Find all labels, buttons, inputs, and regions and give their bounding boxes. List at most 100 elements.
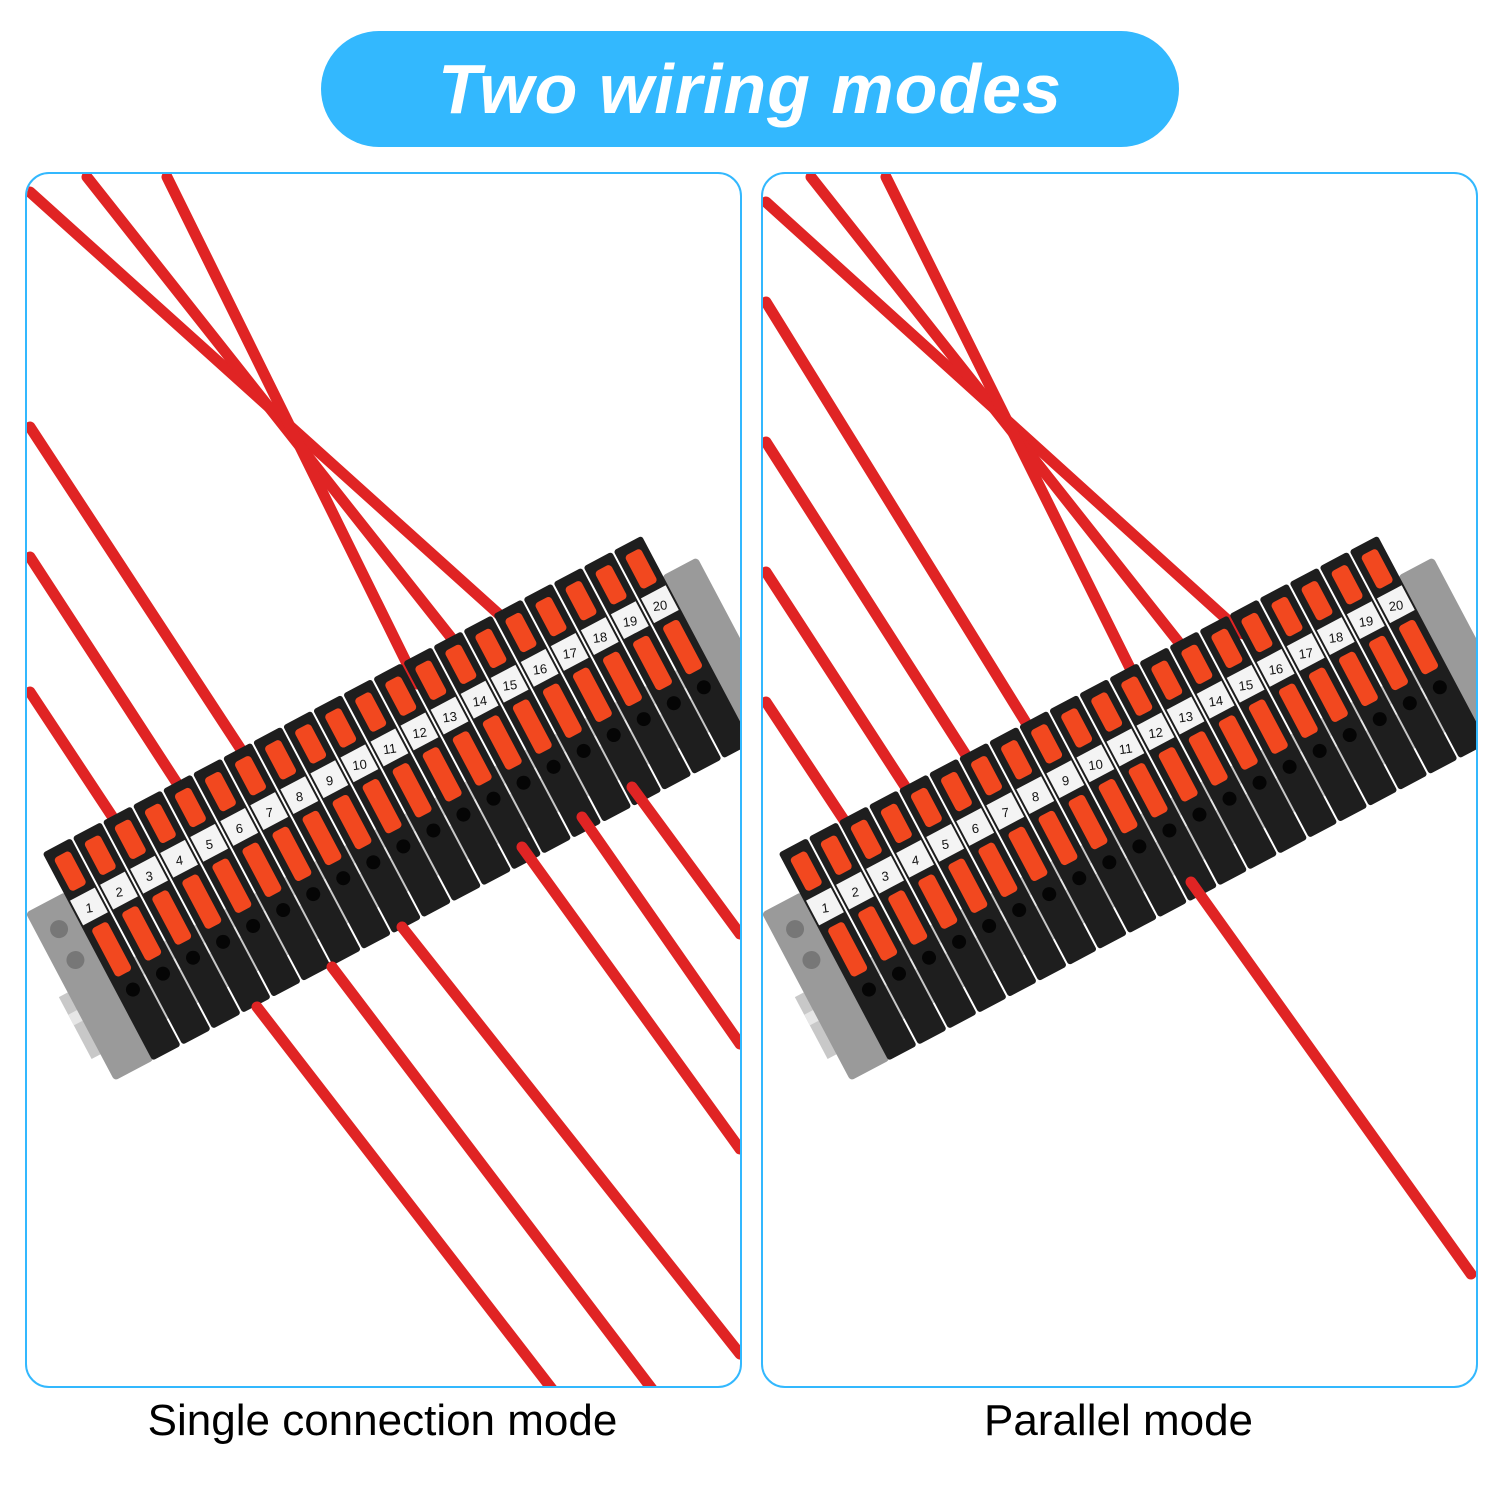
red-wire bbox=[251, 1001, 557, 1386]
terminal-number: 10 bbox=[1087, 756, 1103, 773]
push-lever-bottom bbox=[1369, 635, 1408, 691]
wire-entry-hole bbox=[1402, 696, 1417, 711]
push-lever-top bbox=[971, 756, 1002, 796]
push-lever-bottom bbox=[828, 922, 868, 977]
push-lever-top bbox=[1151, 660, 1183, 700]
terminal-marker bbox=[956, 808, 995, 846]
terminal-marker bbox=[610, 601, 649, 640]
terminal-number: 20 bbox=[1388, 597, 1404, 614]
wire-entry-hole bbox=[1042, 887, 1057, 902]
push-lever-top bbox=[385, 676, 417, 716]
push-lever-top bbox=[235, 756, 266, 796]
push-lever-top bbox=[325, 708, 357, 748]
push-lever-top bbox=[295, 724, 327, 764]
push-lever-top bbox=[415, 660, 447, 700]
terminal-marker bbox=[926, 823, 965, 862]
push-lever-bottom bbox=[1188, 731, 1228, 786]
push-lever-bottom bbox=[122, 906, 162, 961]
push-lever-bottom bbox=[1038, 810, 1078, 866]
push-lever-top bbox=[1271, 596, 1303, 637]
wire-entry-hole bbox=[246, 918, 261, 933]
terminal-marker bbox=[190, 823, 229, 862]
wire-entry-hole bbox=[456, 807, 471, 822]
terminal-number: 6 bbox=[971, 821, 980, 837]
push-lever-top bbox=[205, 771, 236, 812]
wire-entry-hole bbox=[125, 982, 140, 997]
terminal-marker bbox=[490, 664, 529, 703]
terminal-marker bbox=[1226, 664, 1265, 703]
push-lever-top bbox=[445, 644, 477, 684]
red-wire bbox=[576, 811, 740, 1050]
caption-parallel: Parallel mode bbox=[983, 1396, 1254, 1445]
title-banner: Two wiring modes bbox=[321, 31, 1179, 147]
wire-entry-hole bbox=[516, 775, 531, 790]
terminal-marker bbox=[250, 792, 289, 830]
terminal-number: 11 bbox=[1118, 741, 1133, 758]
push-lever-bottom bbox=[272, 826, 312, 882]
terminal-marker bbox=[836, 871, 874, 910]
push-lever-bottom bbox=[888, 890, 928, 945]
red-wire bbox=[27, 421, 263, 780]
terminal-marker bbox=[1256, 648, 1295, 687]
push-lever-top bbox=[1211, 628, 1243, 669]
push-lever-top bbox=[595, 565, 627, 605]
push-lever-bottom bbox=[1128, 763, 1168, 818]
wire-entry-hole bbox=[606, 728, 621, 743]
push-lever-top bbox=[174, 787, 206, 828]
terminal-marker bbox=[430, 696, 469, 735]
push-lever-top bbox=[880, 803, 912, 844]
terminal-number: 15 bbox=[1238, 677, 1254, 694]
push-lever-top bbox=[1181, 644, 1213, 684]
red-wire bbox=[763, 436, 984, 780]
push-lever-bottom bbox=[422, 747, 462, 802]
terminal-marker bbox=[130, 855, 168, 894]
red-wire bbox=[81, 174, 478, 670]
wire-entry-hole bbox=[1012, 903, 1027, 918]
terminal-number: 2 bbox=[115, 884, 124, 900]
red-wire bbox=[880, 174, 1139, 680]
terminal-number: 3 bbox=[145, 868, 154, 884]
push-lever-top bbox=[535, 596, 567, 637]
terminal-number: 3 bbox=[881, 868, 890, 884]
red-wire bbox=[396, 921, 740, 1360]
push-lever-top bbox=[1331, 565, 1363, 605]
push-lever-top bbox=[265, 740, 297, 780]
wire-entry-hole bbox=[1072, 871, 1087, 886]
push-lever-bottom bbox=[542, 683, 582, 738]
wire-entry-hole bbox=[922, 950, 937, 965]
wire-entry-hole bbox=[276, 903, 291, 918]
terminal-number: 7 bbox=[1001, 805, 1010, 821]
wire-entry-hole bbox=[1282, 759, 1297, 774]
wire-entry-hole bbox=[1342, 728, 1357, 743]
red-wire bbox=[326, 961, 657, 1386]
screw-icon bbox=[66, 951, 85, 970]
red-wire bbox=[1185, 876, 1476, 1280]
push-lever-bottom bbox=[1218, 715, 1258, 770]
terminal-marker bbox=[640, 585, 679, 624]
terminal-marker bbox=[866, 855, 904, 894]
wire-entry-hole bbox=[696, 680, 711, 695]
push-lever-bottom bbox=[242, 842, 282, 897]
terminal-marker bbox=[1016, 776, 1055, 815]
wire-entry-hole bbox=[1192, 807, 1207, 822]
push-lever-bottom bbox=[1399, 619, 1438, 675]
wire-entry-hole bbox=[982, 918, 997, 933]
caption-single-connection: Single connection mode bbox=[147, 1396, 618, 1445]
push-lever-top bbox=[820, 835, 852, 875]
push-lever-bottom bbox=[482, 715, 522, 770]
push-lever-bottom bbox=[858, 906, 898, 961]
screw-icon bbox=[802, 951, 821, 970]
push-lever-bottom bbox=[182, 874, 222, 929]
push-lever-top bbox=[790, 851, 822, 891]
push-lever-top bbox=[910, 787, 942, 828]
terminal-number: 9 bbox=[1061, 773, 1070, 789]
push-lever-top bbox=[1301, 581, 1333, 621]
wire-entry-hole bbox=[952, 934, 967, 949]
wire-entry-hole bbox=[1102, 855, 1117, 870]
push-lever-bottom bbox=[1068, 794, 1108, 850]
terminal-marker bbox=[220, 808, 259, 846]
terminal-number: 15 bbox=[502, 677, 518, 694]
